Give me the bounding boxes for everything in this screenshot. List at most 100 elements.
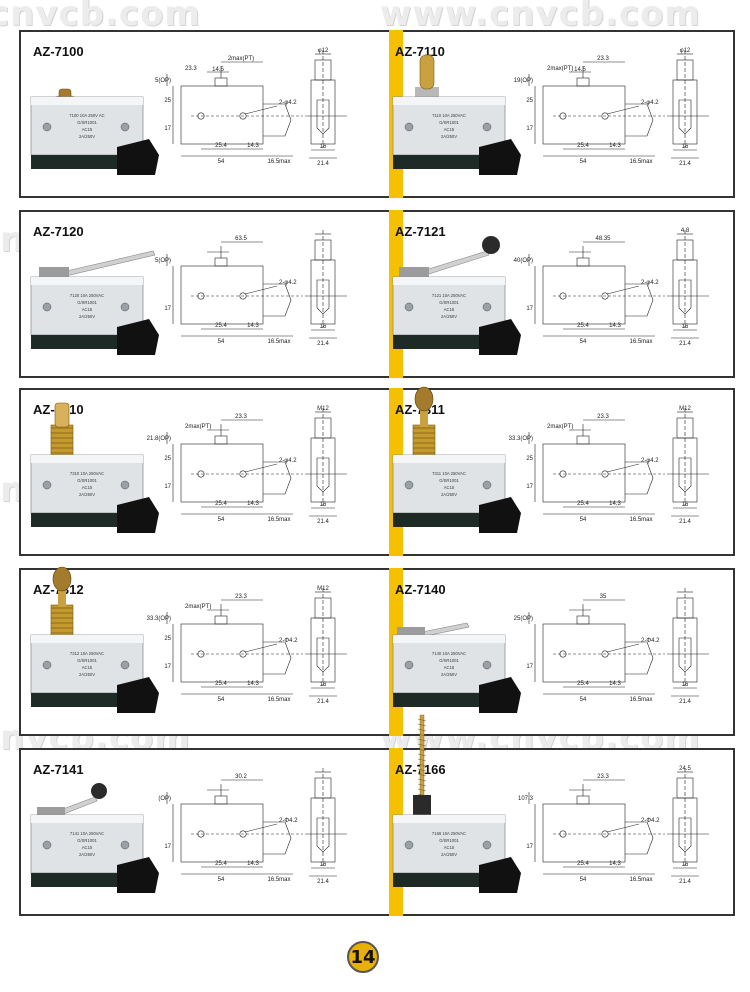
dim-h2: 17 [164,484,171,490]
technical-drawing [528,50,709,159]
plate-text: G/SR1001 [77,120,97,125]
dim-b2: 14.3 [609,501,621,507]
dim-top-b: 2max(PT) [547,424,573,430]
dim-top-b: 2max(PT) [185,604,211,610]
dim-s1: 4.8 [681,228,690,234]
technical-drawing [166,768,347,877]
plate-text: 2A/250V [79,852,95,857]
dim-b2: 14.3 [609,681,621,687]
dim-top-a: 23.3 [235,594,247,600]
dim-top-b: 2max(PT) [547,66,573,72]
dim-s3: 21.4 [317,519,329,525]
dim-mid: 14.5 [212,67,224,73]
dim-hole: 2-Φ4.2 [641,818,660,824]
plate-text: 2A/250V [79,492,95,497]
dim-mid: 14.5 [574,67,586,73]
dim-s3: 21.4 [317,161,329,167]
dim-b4: 16.5max [629,159,652,165]
dim-b4: 16.5max [629,877,652,883]
plate-text: 7310 10A 250VAC [70,471,104,476]
dim-h1: 25 [526,98,533,104]
dim-side: 33.3(OP) [147,616,171,622]
model-title: AZ-7141 [33,762,84,777]
dim-b1: 25.4 [215,861,227,867]
plate-text: 7121 10A 250VAC [432,293,466,298]
dim-s2: 16 [320,502,327,508]
product-panel: AZ-73107310 10A 250VACG/SR1001AC152A/250… [19,386,735,559]
dim-s3: 21.4 [317,699,329,705]
dim-b3: 54 [218,517,225,523]
plate-text: G/SR1001 [439,838,459,843]
dim-s2: 16 [320,682,327,688]
dim-h1: 25 [164,456,171,462]
dim-b2: 14.3 [247,681,259,687]
dim-b2: 14.3 [609,323,621,329]
dim-hole: 2-Φ4.2 [279,638,298,644]
dim-side: 21.8(OP) [147,436,171,442]
watermark: www.cnvcb.com [380,0,701,34]
plate-text: G/SR1001 [439,478,459,483]
dim-top-a: 23.3 [597,414,609,420]
dim-h1: 25 [164,98,171,104]
plate-text: 2A/250V [79,314,95,319]
dim-b2: 14.3 [247,143,259,149]
dim-s1: 24.5 [679,766,691,772]
model-title: AZ-7121 [395,224,446,239]
plate-text: 7110 10A 250VAC [432,113,466,118]
dim-side: (OP) [158,796,171,802]
dim-b1: 25.4 [577,681,589,687]
dim-b3: 54 [580,697,587,703]
dim-b1: 25.4 [577,861,589,867]
dim-b4: 16.5max [267,697,290,703]
dim-top-a: 23.3 [235,414,247,420]
dim-s1: φ12 [680,48,691,54]
dim-hole: 2-φ4.2 [641,280,659,286]
plate-text: G/SR1001 [439,300,459,305]
dim-top-a: 30.2 [235,774,247,780]
dim-b1: 25.4 [215,501,227,507]
dim-b1: 25.4 [215,681,227,687]
plate-text: 7312 10A 250VAC [70,651,104,656]
dim-hole: 2-φ4.2 [641,100,659,106]
dim-side: 5(OP) [155,258,171,264]
plate-text: AC15 [82,127,93,132]
dim-s1: φ12 [318,48,329,54]
plate-text: AC15 [444,665,455,670]
plate-text: AC15 [82,307,93,312]
dim-b3: 54 [580,517,587,523]
technical-drawing [166,588,347,697]
plate-text: AC15 [82,845,93,850]
dim-b2: 14.3 [609,861,621,867]
dim-h2: 17 [526,484,533,490]
dim-top-a: 23.3 [597,56,609,62]
dim-b4: 16.5max [629,339,652,345]
model-title: AZ-7110 [395,44,445,59]
dim-hole: 2-φ4.2 [279,100,297,106]
dim-s3: 21.4 [679,341,691,347]
dim-hole: 2-φ4.2 [279,280,297,286]
dim-b3: 54 [218,339,225,345]
dim-s2: 16 [320,324,327,330]
dim-top-a: 23.3 [597,774,609,780]
dim-s3: 21.4 [679,879,691,885]
dim-b2: 14.3 [609,143,621,149]
dim-s1: M12 [679,406,691,412]
dim-b4: 16.5max [267,517,290,523]
plate-text: G/SR1001 [439,658,459,663]
